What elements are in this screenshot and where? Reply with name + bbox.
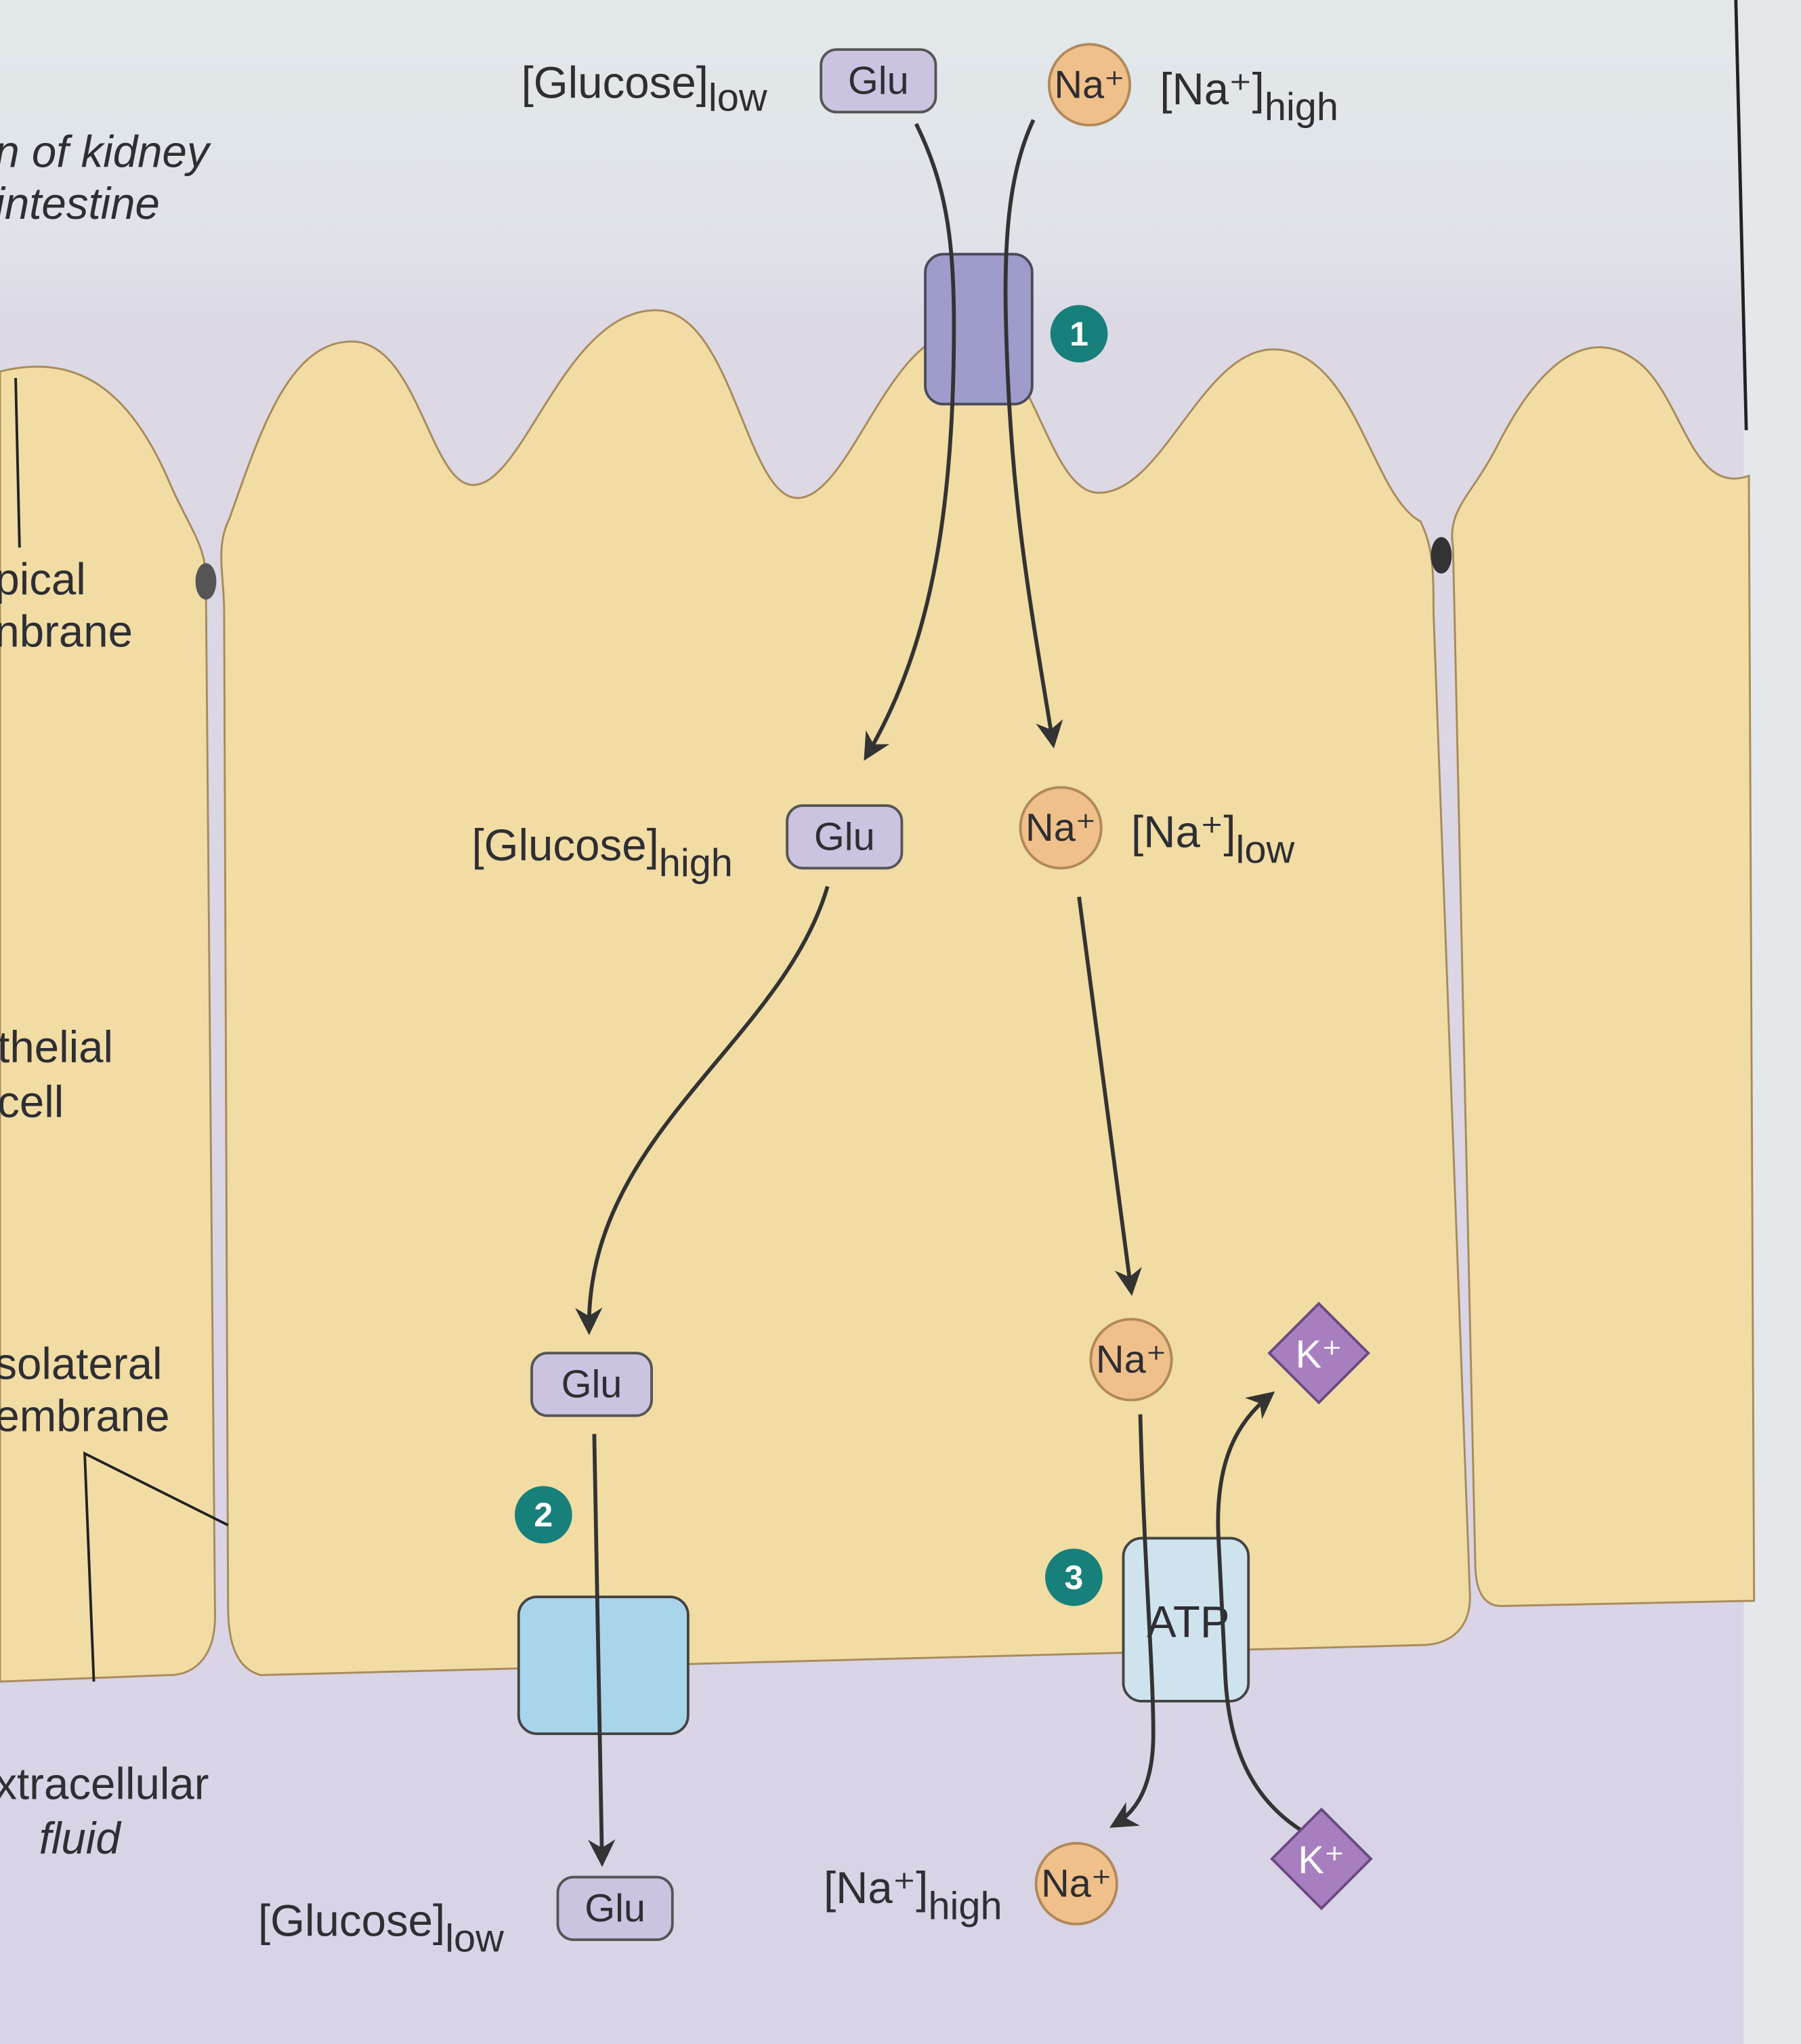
- label-apical: pical: [0, 554, 86, 604]
- svg-text:Na⁺: Na⁺: [1096, 1338, 1166, 1381]
- basolateral-pointer-line: [83, 1451, 229, 1682]
- svg-text:K⁺: K⁺: [1296, 1333, 1342, 1376]
- glu-molecule-middle: Glu: [786, 804, 904, 870]
- arrow-na-out-pump: [1109, 1414, 1156, 1828]
- arrow-k-in-pump: [1216, 1391, 1305, 1833]
- left-cell: [0, 365, 216, 1683]
- arrow-glucose-out-basolateral: [588, 1434, 616, 1867]
- arrow-na-in-apical: [1003, 119, 1063, 749]
- right-cell: [1451, 346, 1756, 1607]
- svg-text:3: 3: [1064, 1558, 1083, 1596]
- glu-molecule-top: Glu: [820, 48, 937, 114]
- label-membrane-basolateral: embrane: [0, 1392, 169, 1441]
- atp-label: ATP: [1147, 1598, 1229, 1647]
- na-ion-lower: Na⁺: [1089, 1318, 1173, 1402]
- label-kidney: n of kidney: [0, 127, 211, 176]
- na-high-top-label: [Na⁺]high: [1160, 64, 1338, 129]
- svg-text:K⁺: K⁺: [1298, 1839, 1344, 1882]
- arrow-glucose-cytosol: [575, 885, 830, 1335]
- na-high-bottom-label: [Na⁺]high: [824, 1863, 1002, 1927]
- svg-text:Na⁺: Na⁺: [1025, 806, 1096, 850]
- glucose-low-top-label: [Glucose]low: [522, 58, 767, 119]
- sglt-transporter: [924, 253, 1034, 406]
- label-intestine: intestine: [0, 179, 160, 228]
- svg-text:1: 1: [1069, 315, 1088, 353]
- label-membrane-apical: nbrane: [0, 606, 133, 656]
- svg-text:2: 2: [534, 1496, 553, 1534]
- page-edge-line: [1734, 0, 1748, 431]
- label-extracellular: xtracellular: [0, 1759, 209, 1808]
- apical-pointer-line: [14, 377, 21, 548]
- arrow-glucose-in-apical: [864, 123, 956, 761]
- k-ion-lower: K⁺: [1267, 1301, 1370, 1405]
- na-ion-bottom: Na⁺: [1034, 1841, 1118, 1925]
- page-margin: [1743, 0, 1801, 2044]
- arrow-na-cytosol: [1077, 896, 1142, 1296]
- na-ion-top: Na⁺: [1047, 43, 1132, 127]
- step-1-badge: 1: [1050, 305, 1108, 362]
- label-epithelial: thelial: [0, 1022, 113, 1072]
- na-ion-middle: Na⁺: [1019, 786, 1103, 870]
- svg-text:Glu: Glu: [814, 816, 875, 859]
- main-epithelial-cell: [220, 309, 1471, 1676]
- na-k-atpase-pump: [1122, 1537, 1250, 1703]
- step-3-badge: 3: [1045, 1548, 1103, 1606]
- glucose-high-middle-label: [Glucose]high: [471, 820, 732, 885]
- na-low-middle-label: [Na⁺]low: [1131, 808, 1294, 872]
- svg-text:Glu: Glu: [585, 1887, 645, 1930]
- tight-junction-right: [1431, 537, 1452, 574]
- label-fluid: fluid: [39, 1814, 123, 1863]
- glut-transporter: [517, 1595, 690, 1735]
- k-ion-bottom: K⁺: [1270, 1807, 1373, 1911]
- svg-text:Na⁺: Na⁺: [1041, 1862, 1111, 1906]
- tight-junction-left: [195, 563, 217, 600]
- label-cell: cell: [0, 1077, 64, 1127]
- step-2-badge: 2: [514, 1486, 572, 1544]
- glucose-low-bottom-label: [Glucose]low: [258, 1896, 504, 1960]
- svg-text:Glu: Glu: [848, 60, 909, 103]
- glu-molecule-lower: Glu: [530, 1352, 653, 1417]
- svg-text:Glu: Glu: [562, 1363, 622, 1406]
- label-basolateral: solateral: [0, 1339, 163, 1389]
- glu-molecule-bottom: Glu: [556, 1875, 674, 1941]
- svg-text:Na⁺: Na⁺: [1054, 63, 1124, 106]
